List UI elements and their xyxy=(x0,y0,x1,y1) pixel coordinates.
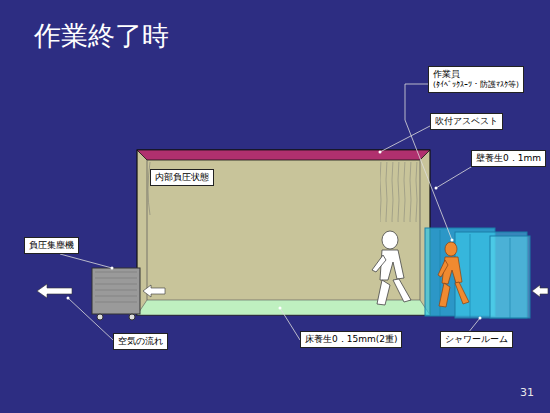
callout-box: 内部負圧状態 xyxy=(150,169,214,186)
callout-box: 吹付アスベスト xyxy=(430,113,503,130)
callout-text: シャワールーム xyxy=(445,334,508,345)
worker xyxy=(372,231,411,305)
leader-dot xyxy=(67,151,482,320)
callout-text: 負圧集塵機 xyxy=(29,240,74,251)
callout-text: (ﾀｲﾍﾞｯｸｽｰﾂ・防護ﾏｽｸ等) xyxy=(433,80,519,89)
airflow-arrow xyxy=(37,284,548,298)
leader-line xyxy=(60,84,480,340)
callout-text: 壁養生0．1mm xyxy=(476,153,541,164)
callout-box: 作業員(ﾀｲﾍﾞｯｸｽｰﾂ・防護ﾏｽｸ等) xyxy=(428,66,524,93)
callout-box: 負圧集塵機 xyxy=(24,237,79,254)
asbestos-ceiling xyxy=(137,150,430,160)
callout-text: 床養生0．15mm(2重) xyxy=(305,334,397,345)
callout-text: 吹付アスベスト xyxy=(435,116,498,127)
worker-orange xyxy=(438,242,469,307)
callout-box: 壁養生0．1mm xyxy=(471,150,546,167)
callout-box: 床養生0．15mm(2重) xyxy=(300,331,402,348)
slide-title: 作業終了時 xyxy=(34,18,169,54)
callout-box: シャワールーム xyxy=(440,331,513,348)
wall-sheet xyxy=(380,162,418,222)
callout-text: 内部負圧状態 xyxy=(155,172,209,183)
page-number: 31 xyxy=(520,386,534,399)
room xyxy=(137,150,430,315)
shower-room xyxy=(425,228,530,318)
dust-collector xyxy=(92,268,140,320)
callout-text: 作業員 xyxy=(433,69,519,80)
callout-box: 空気の流れ xyxy=(113,333,168,350)
callout-text: 空気の流れ xyxy=(118,336,163,347)
